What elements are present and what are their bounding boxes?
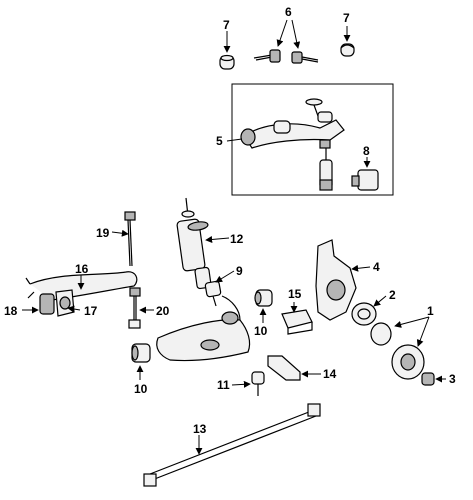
callout-14: 14 bbox=[323, 367, 337, 381]
lower-control-arm-part bbox=[156, 295, 251, 362]
upper-arm-inset-box bbox=[231, 83, 394, 196]
callout-10-upper: 10 bbox=[254, 324, 268, 338]
callout-9: 9 bbox=[236, 264, 243, 278]
callout-7-right: 7 bbox=[343, 11, 350, 25]
cam-bolt-left-part bbox=[253, 49, 281, 63]
callout-5: 5 bbox=[216, 134, 223, 148]
bushing-left-part bbox=[219, 54, 235, 70]
callout-3: 3 bbox=[449, 372, 456, 386]
stabilizer-link-part bbox=[128, 287, 141, 329]
callout-10-lower: 10 bbox=[134, 382, 148, 396]
stabilizer-bushing-part bbox=[39, 293, 55, 315]
hub-assembly-part bbox=[370, 322, 425, 380]
long-bolt-part bbox=[124, 211, 136, 267]
callout-6: 6 bbox=[285, 5, 292, 19]
callout-20: 20 bbox=[156, 304, 170, 318]
lower-arm-bushing-upper-part bbox=[254, 289, 273, 307]
callout-11: 11 bbox=[217, 378, 230, 392]
callout-1: 1 bbox=[427, 304, 434, 318]
steering-knuckle-part bbox=[315, 239, 357, 321]
bumper-bracket-part bbox=[351, 169, 379, 191]
ball-joint-part bbox=[251, 371, 265, 396]
stabilizer-bracket-part bbox=[55, 289, 75, 317]
callout-18: 18 bbox=[4, 304, 18, 318]
tension-strut-bracket-part bbox=[267, 355, 301, 381]
callout-19: 19 bbox=[96, 226, 110, 240]
shock-strut-part bbox=[176, 197, 212, 290]
leader-lines bbox=[22, 19, 446, 455]
lower-arm-bushing-lower-part bbox=[131, 343, 151, 363]
upper-control-arm-part bbox=[240, 98, 345, 191]
callout-13: 13 bbox=[193, 422, 207, 436]
dust-seal-part bbox=[351, 302, 377, 326]
hub-cap-part bbox=[421, 372, 435, 386]
tension-strut-part bbox=[143, 403, 321, 487]
strut-bushing-part bbox=[204, 280, 222, 307]
bumper-part bbox=[281, 309, 313, 335]
callout-7-left: 7 bbox=[223, 18, 230, 32]
callout-17: 17 bbox=[84, 304, 98, 318]
callout-12: 12 bbox=[230, 232, 244, 246]
callout-15: 15 bbox=[288, 287, 302, 301]
callout-8: 8 bbox=[363, 144, 370, 158]
bushing-right-part bbox=[340, 43, 355, 57]
callout-2: 2 bbox=[389, 288, 396, 302]
callout-4: 4 bbox=[373, 260, 380, 274]
callout-16: 16 bbox=[75, 262, 89, 276]
cam-bolt-right-part bbox=[291, 51, 319, 64]
